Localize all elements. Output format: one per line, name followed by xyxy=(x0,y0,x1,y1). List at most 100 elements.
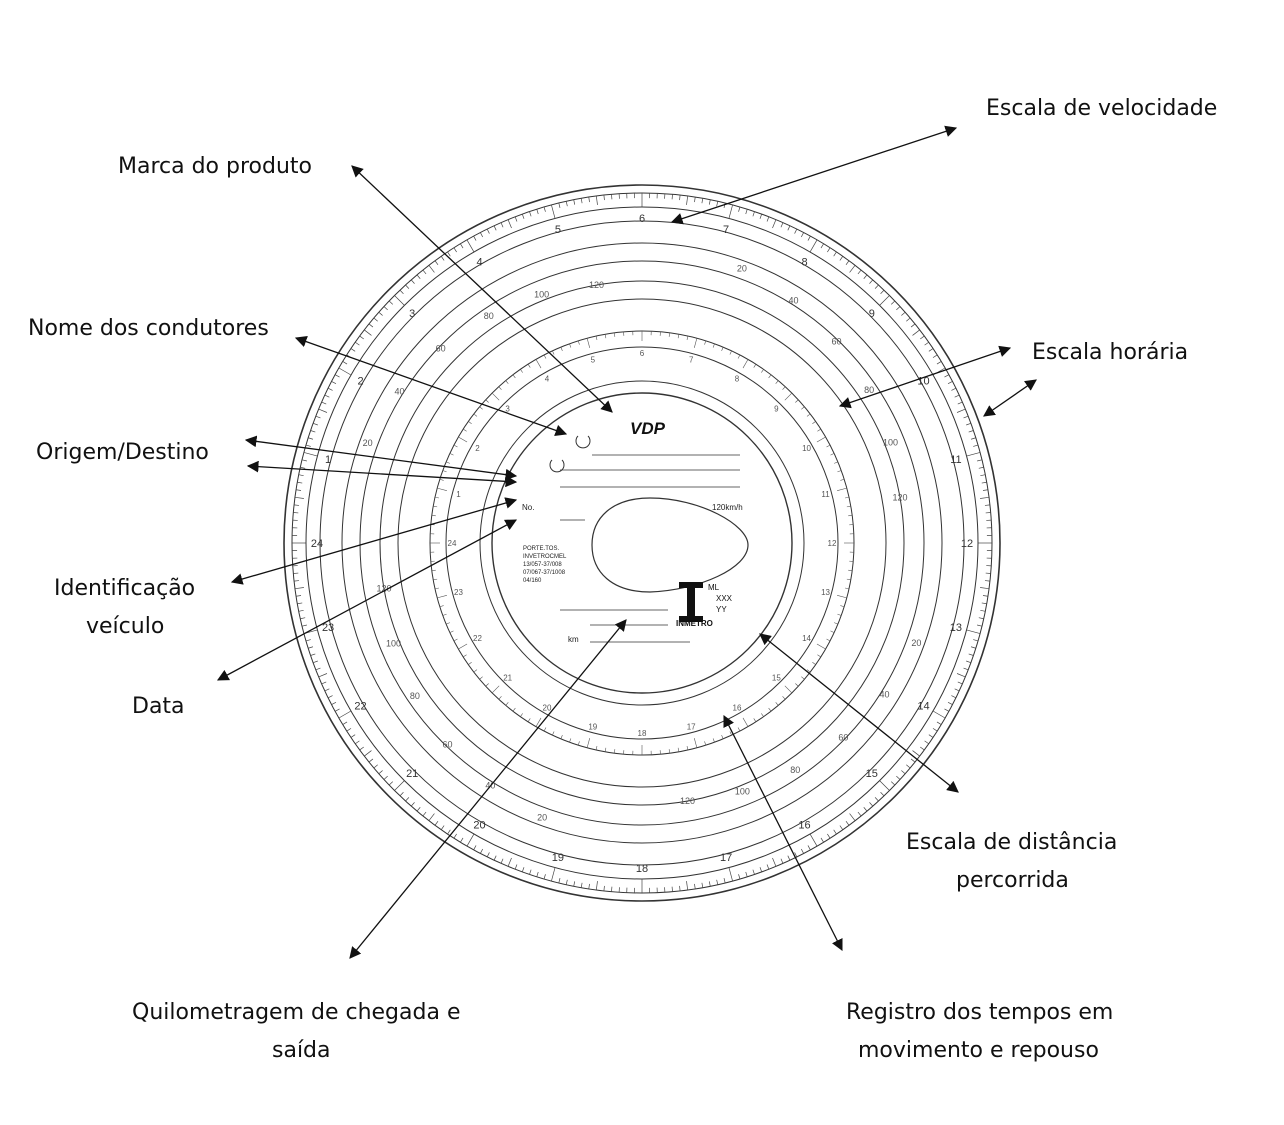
inmetro-label: INMETRO xyxy=(676,619,713,628)
hour-tick xyxy=(324,688,330,692)
cert-line: 04/160 xyxy=(523,578,542,584)
hour-tick xyxy=(932,354,938,358)
driver-icon xyxy=(575,435,591,449)
speed-label: 120 xyxy=(893,493,908,503)
hour-tick xyxy=(565,201,568,207)
hour-tick xyxy=(787,855,791,861)
hour-tick xyxy=(879,295,890,306)
hour-tick xyxy=(966,452,981,457)
hour-tick xyxy=(978,466,984,469)
hour-tick xyxy=(394,780,405,791)
cert-line: 07/067-37/1008 xyxy=(523,570,566,576)
hour-tick xyxy=(324,394,330,398)
time-tick xyxy=(801,676,805,680)
hour-tick xyxy=(932,710,946,719)
hour-tick xyxy=(434,260,439,265)
time-tick xyxy=(449,630,454,633)
label-identificacao: Identificação xyxy=(54,576,196,601)
hour-tick xyxy=(378,311,383,316)
disc-center-label: VDP 120km/h No. km PORTE.TOS. INVETROCME… xyxy=(522,419,743,644)
hour-tick xyxy=(514,864,518,870)
hour-tick xyxy=(453,833,457,839)
hour-tick xyxy=(342,361,348,365)
time-tick xyxy=(840,478,845,481)
hour-tick xyxy=(981,481,987,484)
hour-tick xyxy=(580,198,583,204)
speed-label: 20 xyxy=(537,812,547,822)
hour-label: 6 xyxy=(639,213,645,225)
hour-tick xyxy=(928,348,934,352)
hour-tick xyxy=(447,251,451,257)
hour-tick xyxy=(565,879,568,885)
hour-tick xyxy=(910,323,916,328)
hour-label: 18 xyxy=(636,863,648,875)
hour-label: 15 xyxy=(866,768,878,780)
speed-label: 100 xyxy=(534,290,549,300)
hour-tick xyxy=(514,216,518,222)
time-tick xyxy=(586,738,591,748)
hour-label: 20 xyxy=(473,819,485,831)
hour-tick xyxy=(772,857,777,867)
hour-tick xyxy=(529,211,532,217)
number-label: No. xyxy=(522,503,534,512)
hour-tick xyxy=(708,881,711,887)
hour-tick xyxy=(334,374,340,378)
hour-tick xyxy=(984,580,990,582)
hour-tick xyxy=(874,797,879,802)
time-tick xyxy=(806,413,811,417)
hour-tick xyxy=(759,867,763,873)
hour-label: 17 xyxy=(720,852,732,864)
hour-tick xyxy=(863,274,868,279)
hour-tick xyxy=(434,821,439,826)
time-tick xyxy=(491,392,500,401)
hour-tick xyxy=(956,673,966,678)
hour-tick xyxy=(364,329,372,336)
hour-tick xyxy=(980,587,990,590)
time-tick xyxy=(449,453,454,456)
inner-hour-label: 8 xyxy=(735,374,740,383)
time-tick xyxy=(801,406,805,410)
hour-tick xyxy=(752,211,755,217)
hour-tick xyxy=(857,811,862,817)
time-tick xyxy=(729,350,732,355)
time-tick xyxy=(552,350,555,355)
time-tick xyxy=(437,487,447,492)
time-tick xyxy=(768,707,772,712)
hour-tick xyxy=(880,289,885,295)
callout-arrow xyxy=(351,165,613,413)
inmetro-code: YY xyxy=(716,605,727,614)
time-tick xyxy=(826,444,831,448)
time-tick xyxy=(569,343,572,348)
time-tick xyxy=(784,685,793,694)
hour-label: 11 xyxy=(950,454,961,466)
hour-tick xyxy=(355,341,360,346)
hour-label: 14 xyxy=(917,701,929,713)
hour-tick xyxy=(980,474,986,477)
hour-tick xyxy=(977,624,983,627)
hour-label: 1 xyxy=(325,454,331,466)
time-tick xyxy=(595,335,598,340)
speed-label: 60 xyxy=(436,343,446,353)
hour-tick xyxy=(318,673,328,678)
speed-band-ring xyxy=(379,280,905,806)
hour-tick xyxy=(315,415,321,419)
hour-tick xyxy=(460,243,464,249)
time-tick xyxy=(816,643,826,650)
time-tick xyxy=(491,685,500,694)
inner-hour-label: 7 xyxy=(689,355,694,364)
hour-tick xyxy=(920,746,925,751)
hour-tick xyxy=(308,646,314,649)
hour-tick xyxy=(982,595,988,597)
time-tick xyxy=(498,696,502,700)
hour-tick xyxy=(701,198,704,204)
hour-tick xyxy=(305,444,311,447)
hour-tick xyxy=(827,247,831,253)
hour-tick xyxy=(580,882,583,888)
callout-arrow xyxy=(216,519,518,681)
hour-tick xyxy=(378,770,383,775)
time-tick xyxy=(520,369,523,373)
inner-hour-label: 10 xyxy=(802,444,811,453)
hour-tick xyxy=(694,197,696,203)
callout-arrow xyxy=(294,336,568,436)
inmetro-code: XXX xyxy=(716,594,733,603)
